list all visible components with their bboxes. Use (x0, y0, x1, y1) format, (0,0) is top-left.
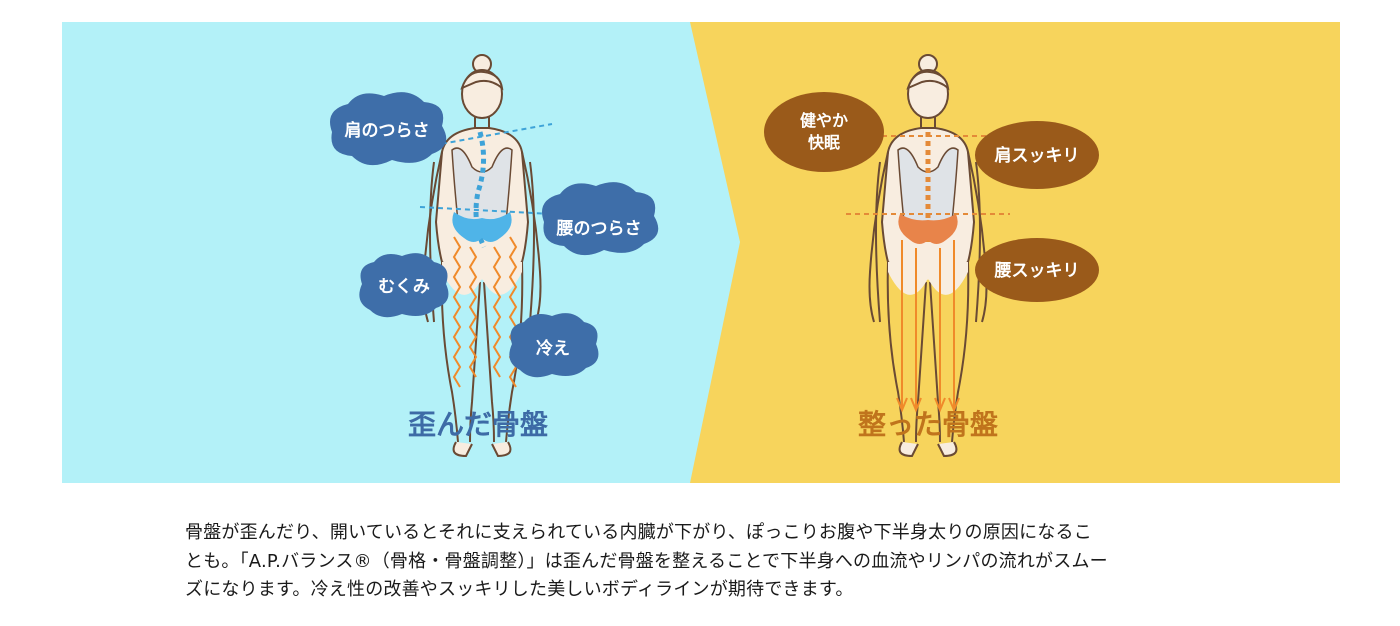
svg-text:むくみ: むくみ (378, 277, 430, 297)
bubble-waist-relief (975, 238, 1099, 302)
svg-text:腰のつらさ: 腰のつらさ (557, 219, 642, 239)
svg-text:冷え: 冷え (536, 338, 570, 359)
description-paragraph: 骨盤が歪んだり、開いているとそれに支えられている内臓が下がり、ぽっこりお腹や下半… (185, 519, 1225, 605)
bubble-shoulder-relief-label: 肩スッキリ (995, 145, 1080, 166)
bubble-waist-pain: 腰のつらさ (542, 182, 659, 256)
bubble-shoulder-relief (975, 121, 1099, 189)
description-line-1: 骨盤が歪んだり、開いているとそれに支えられている内臓が下がり、ぽっこりお腹や下半… (185, 522, 1092, 543)
pelvis-comparison-illustration: 肩のつらさ 腰のつらさ むくみ 冷え 歪んだ骨盤 健やか 快眠 肩スッキリ 腰ス… (62, 22, 1340, 483)
right-title: 整った骨盤 (858, 408, 999, 441)
bubble-healthy-sleep-line1: 健やか (800, 111, 848, 130)
description-line-2: とも。「A.P.バランス®（骨格・骨盤調整）」は歪んだ骨盤を整えることで下半身へ… (185, 550, 1108, 572)
svg-text:肩のつらさ: 肩のつらさ (345, 120, 430, 141)
bubble-cold: 冷え (509, 313, 599, 378)
left-background (62, 22, 740, 483)
bubble-healthy-sleep-line2: 快眠 (808, 133, 840, 152)
bubble-waist-relief-label: 腰スッキリ (995, 261, 1080, 281)
left-title: 歪んだ骨盤 (408, 408, 549, 441)
bubble-swelling: むくみ (359, 253, 449, 318)
bubble-healthy-sleep (764, 92, 884, 172)
right-figure (846, 54, 1010, 457)
illustration-svg: 肩のつらさ 腰のつらさ むくみ 冷え 歪んだ骨盤 健やか 快眠 肩スッキリ 腰ス… (62, 22, 1340, 483)
description-line-3: ズになります。冷え性の改善やスッキリした美しいボディラインが期待できます。 (185, 579, 854, 600)
bubble-shoulder-pain: 肩のつらさ (330, 92, 447, 166)
